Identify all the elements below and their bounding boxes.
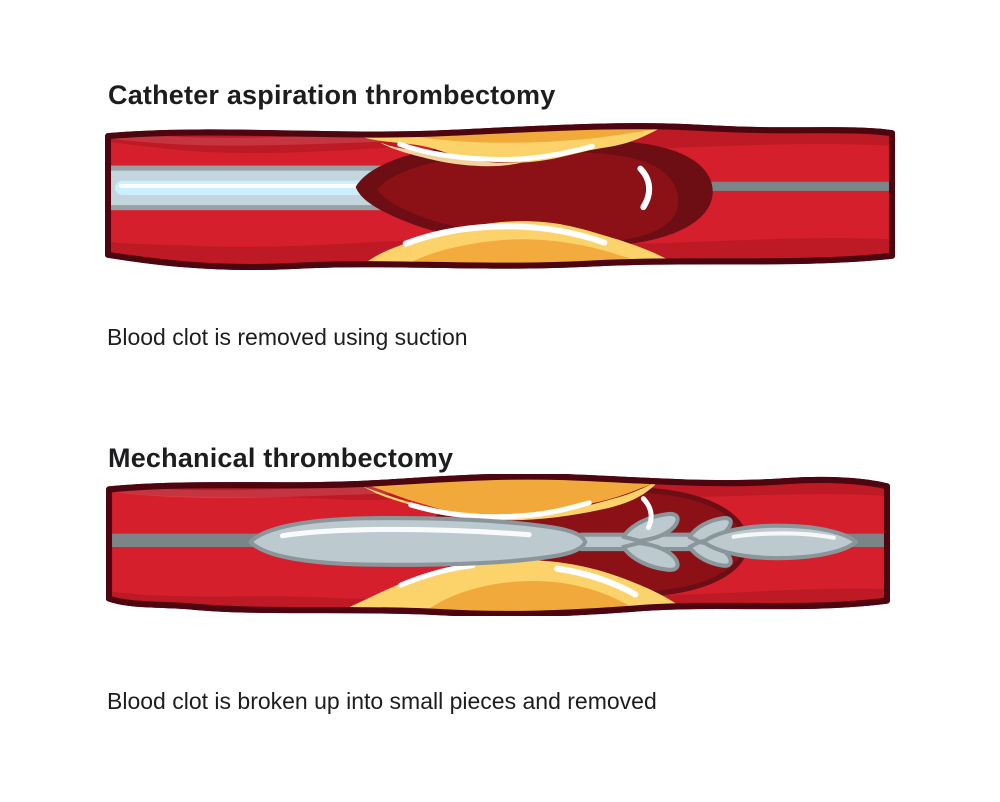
section-caption-mechanical: Blood clot is broken up into small piece… xyxy=(107,688,657,714)
section-title-mechanical: Mechanical thrombectomy xyxy=(108,443,454,474)
blood-clot xyxy=(355,139,713,247)
clot-highlight xyxy=(640,496,654,531)
guidewire xyxy=(604,181,892,191)
plaque-deposit-bottom xyxy=(361,221,679,266)
catheter-aspiration-illustration xyxy=(103,122,897,272)
artery-diagram-2 xyxy=(106,474,890,616)
mechanical-thrombectomy-illustration xyxy=(104,474,892,616)
plaque-deposit-bottom xyxy=(338,560,688,612)
section-title-catheter-aspiration: Catheter aspiration thrombectomy xyxy=(108,80,556,111)
clot-highlight xyxy=(637,165,653,211)
plaque-deposit-top xyxy=(336,478,666,521)
device-highlight-right xyxy=(731,531,836,540)
artery-diagram-1 xyxy=(105,123,895,271)
vessel-outline xyxy=(105,123,895,271)
device-highlight-left xyxy=(279,526,532,539)
vessel-outline xyxy=(106,474,890,616)
section-caption-catheter-aspiration: Blood clot is removed using suction xyxy=(107,324,468,350)
